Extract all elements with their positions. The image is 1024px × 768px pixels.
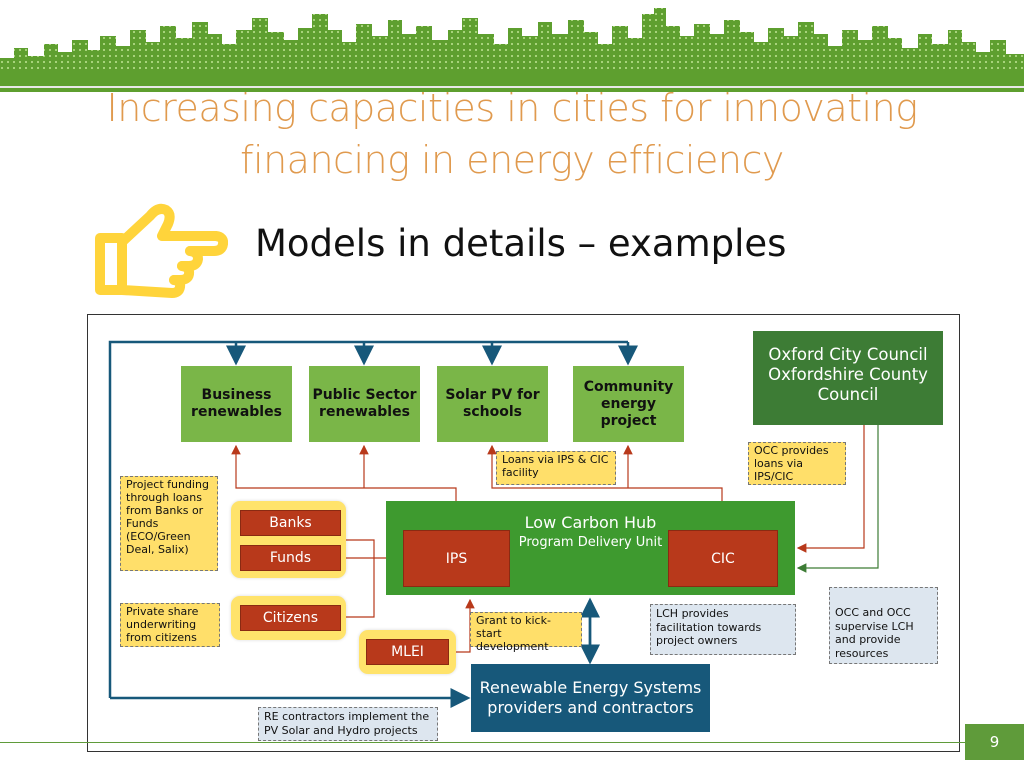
re-systems-providers-box: Renewable Energy Systems providers and c… [471, 664, 710, 732]
footer-rule [0, 742, 965, 743]
occ-loans-note: OCC provides loans via IPS/CIC [748, 442, 846, 485]
citizens-box: Citizens [240, 605, 341, 631]
page-number: 9 [965, 724, 1024, 760]
oxford-councils-box: Oxford City Council Oxfordshire County C… [753, 331, 943, 425]
ips-box: IPS [403, 530, 510, 587]
lch-facilitation-note: LCH provides facilitation towards projec… [650, 604, 796, 655]
community-energy-project-box: Community energy project [573, 366, 684, 442]
city-skyline-icon [0, 8, 1024, 92]
slide-title-line1: Increasing capacities in cities for inno… [106, 86, 918, 130]
hub-subtitle: Program Delivery Unit [518, 535, 663, 550]
banks-box: Banks [240, 510, 341, 536]
mlei-box: MLEI [366, 639, 449, 665]
public-sector-renewables-box: Public Sector renewables [309, 366, 420, 442]
loans-ips-note: Loans via IPS & CIC facility [496, 451, 616, 485]
slide-title-line2: financing in energy efficiency [240, 138, 784, 182]
grant-note: Grant to kick-start development [470, 612, 582, 653]
slide-subtitle: Models in details – examples [255, 222, 787, 265]
re-contractors-note: RE contractors implement the PV Solar an… [258, 707, 438, 741]
hub-title: Low Carbon Hub [524, 513, 657, 532]
project-funding-note: Project funding through loans from Banks… [120, 476, 218, 571]
private-share-note: Private share underwriting from citizens [120, 603, 220, 647]
cic-box: CIC [668, 530, 778, 587]
occ-supervise-note: OCC and OCC supervise LCH and provide re… [829, 587, 938, 664]
solar-pv-schools-box: Solar PV for schools [437, 366, 548, 442]
business-renewables-box: Business renewables [181, 366, 292, 442]
pointing-hand-icon [95, 203, 228, 298]
funds-box: Funds [240, 545, 341, 571]
